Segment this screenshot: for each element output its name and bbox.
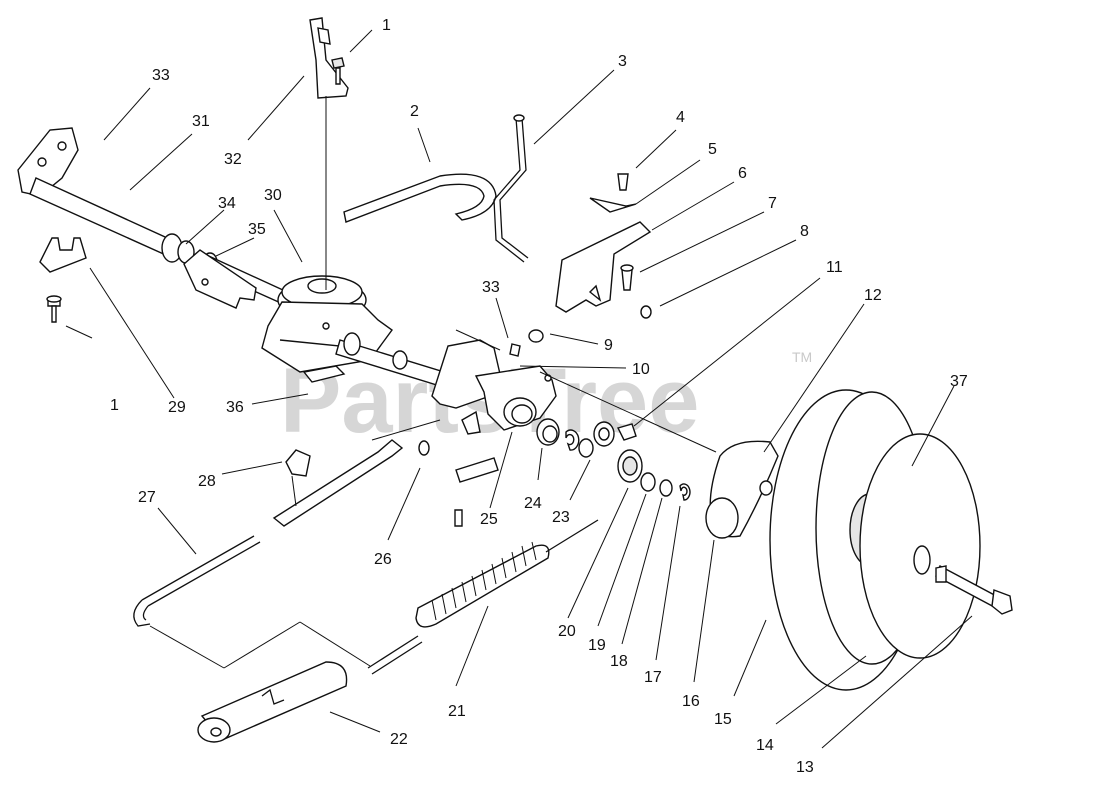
callout-10: 10	[632, 361, 650, 378]
callout-26: 26	[374, 551, 392, 568]
part-17-clip	[679, 483, 691, 501]
part-10-gearbox-plate	[431, 339, 557, 435]
part-23-gear-small	[593, 421, 615, 447]
part-30-transmission	[261, 275, 445, 387]
callout-28: 28	[198, 473, 216, 490]
callout-17: 17	[644, 669, 662, 686]
callout-5: 5	[708, 141, 717, 158]
callout-18: 18	[610, 653, 628, 670]
part-21-spring	[367, 519, 599, 675]
callout-30: 30	[264, 187, 282, 204]
callout-37: 37	[950, 373, 968, 390]
part-1-bolt-left	[46, 295, 62, 323]
callout-4: 4	[676, 109, 685, 126]
part-9-nut	[528, 329, 544, 343]
callout-33-top: 33	[152, 67, 170, 84]
part-32-bracket	[309, 17, 349, 99]
part-7-screw	[620, 264, 634, 291]
callout-27: 27	[138, 489, 156, 506]
callout-31: 31	[192, 113, 210, 130]
part-26-link	[272, 439, 499, 527]
part-2-belt	[343, 173, 497, 223]
part-13-bolt	[935, 565, 1013, 615]
callout-15: 15	[714, 711, 732, 728]
callout-35: 35	[248, 221, 266, 238]
part-33-mid-screw	[509, 343, 521, 357]
callout-36: 36	[226, 399, 244, 416]
part-6-shift-bracket	[555, 221, 652, 313]
part-8-washer	[640, 305, 652, 319]
callout-34: 34	[218, 195, 236, 212]
callout-33-mid: 33	[482, 279, 500, 296]
callout-20: 20	[558, 623, 576, 640]
part-3-shift-rod	[493, 114, 529, 263]
callout-7: 7	[768, 195, 777, 212]
callout-25: 25	[480, 511, 498, 528]
watermark-trademark: TM	[792, 349, 812, 365]
part-14-hubcap	[859, 433, 981, 659]
callout-13: 13	[796, 759, 814, 776]
part-24-bushing	[536, 418, 560, 446]
callout-12: 12	[864, 287, 882, 304]
part-28-block	[285, 449, 311, 477]
leader-lines	[65, 29, 973, 749]
callout-2: 2	[410, 103, 419, 120]
part-20-gear	[617, 449, 643, 483]
callout-1-top: 1	[382, 17, 391, 34]
part-16-hub-cover	[705, 440, 779, 539]
callout-23: 23	[552, 509, 570, 526]
part-34-plate	[183, 249, 257, 309]
part-22-handle	[197, 661, 348, 743]
callout-6: 6	[738, 165, 747, 182]
part-23-clip	[565, 429, 594, 458]
callout-11: 11	[826, 259, 843, 276]
part-31-axle-tube	[17, 127, 297, 309]
callout-8: 8	[800, 223, 809, 240]
callout-labels: 1 1 2 3 4 5 6 7 8 9 10 11 12 13 14 15 16…	[110, 17, 968, 776]
callout-3: 3	[618, 53, 627, 70]
callout-1-left: 1	[110, 397, 119, 414]
callout-24: 24	[524, 495, 542, 512]
callout-22: 22	[390, 731, 408, 748]
part-36-bracket	[302, 365, 346, 383]
callout-19: 19	[588, 637, 606, 654]
callout-16: 16	[682, 693, 700, 710]
callout-32: 32	[224, 151, 242, 168]
part-11-key	[616, 423, 637, 441]
part-18-washer	[659, 479, 673, 497]
part-19-washer	[640, 472, 656, 492]
callout-14: 14	[756, 737, 774, 754]
part-29-bracket	[39, 237, 87, 273]
callout-29: 29	[168, 399, 186, 416]
callout-21: 21	[448, 703, 466, 720]
callout-9: 9	[604, 337, 613, 354]
leader-37	[911, 385, 955, 467]
part-27-wire	[133, 535, 261, 627]
part-5-clip	[589, 197, 637, 213]
part-4-screw	[617, 173, 629, 191]
